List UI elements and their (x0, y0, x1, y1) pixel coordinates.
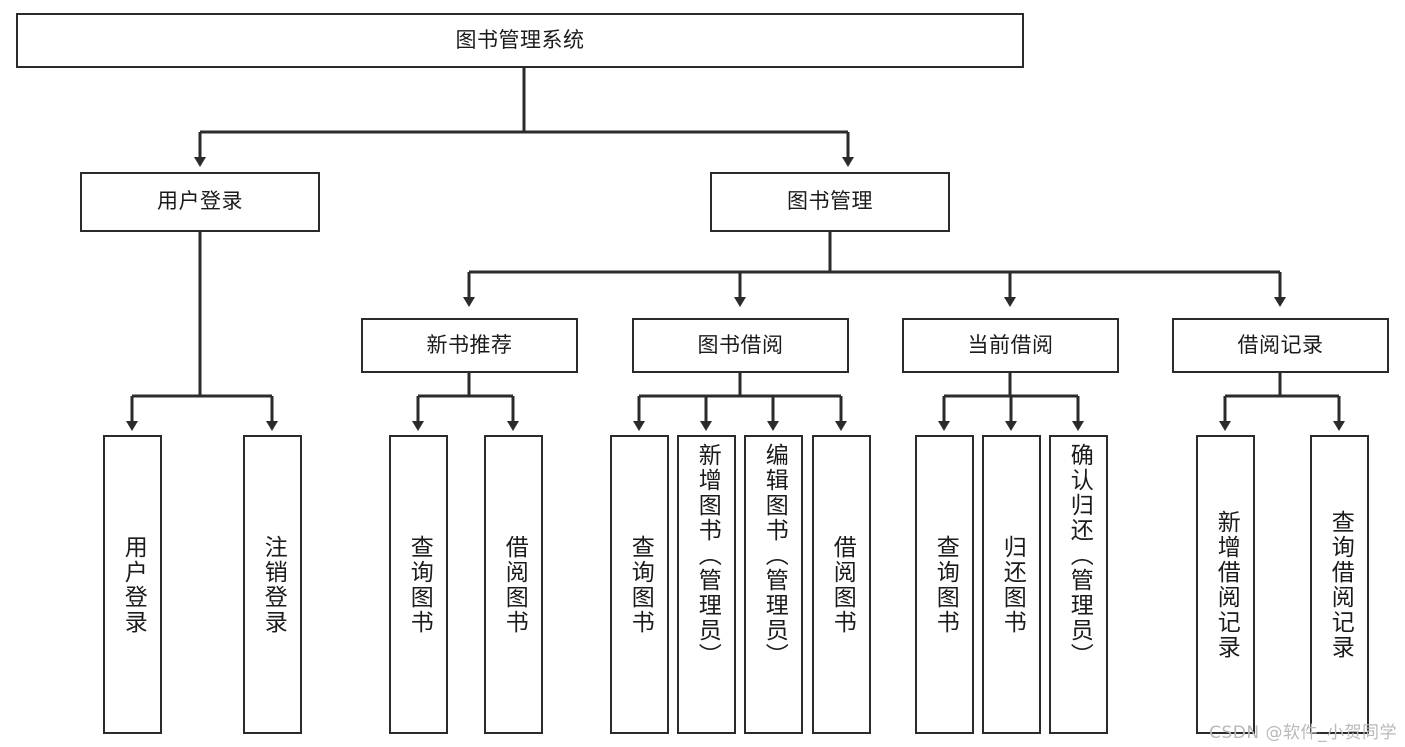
node-label: 图书管理 (787, 189, 873, 214)
node-book-borrow[interactable]: 图书借阅 (632, 318, 849, 373)
node-label: 注销登录 (260, 534, 287, 635)
csdn-watermark: CSDN @软件_小贺同学 (1209, 723, 1397, 743)
node-label: 归还图书 (999, 534, 1026, 635)
leaf-current-confirm-return-admin[interactable]: 确认归还（管理员） (1049, 435, 1108, 734)
node-label: 查询图书 (627, 534, 654, 635)
node-label: 图书管理系统 (455, 27, 585, 52)
node-label: 借阅图书 (829, 534, 856, 635)
node-label: 当前借阅 (967, 332, 1054, 357)
node-current-borrow[interactable]: 当前借阅 (902, 318, 1119, 373)
leaf-borrow-query-book[interactable]: 查询图书 (610, 435, 669, 734)
leaf-current-return-book[interactable]: 归还图书 (982, 435, 1041, 734)
node-label: 借阅图书 (501, 534, 528, 635)
leaf-current-query-book[interactable]: 查询图书 (915, 435, 974, 734)
node-label: 新增借阅记录 (1213, 509, 1240, 660)
leaf-record-add-record[interactable]: 新增借阅记录 (1196, 435, 1255, 734)
node-borrow-record[interactable]: 借阅记录 (1172, 318, 1389, 373)
leaf-new-book-query[interactable]: 查询图书 (389, 435, 448, 734)
leaf-borrow-add-book-admin[interactable]: 新增图书（管理员） (677, 435, 736, 734)
node-book-management[interactable]: 图书管理 (710, 172, 950, 232)
node-label: 用户登录 (120, 534, 147, 635)
node-label: 确认归还（管理员） (1066, 443, 1093, 668)
leaf-borrow-edit-book-admin[interactable]: 编辑图书（管理员） (744, 435, 803, 734)
node-label: 图书借阅 (697, 332, 784, 357)
node-label: 借阅记录 (1237, 332, 1324, 357)
node-new-book-recommend[interactable]: 新书推荐 (361, 318, 578, 373)
node-label: 查询借阅记录 (1327, 509, 1354, 660)
leaf-new-book-borrow[interactable]: 借阅图书 (484, 435, 543, 734)
node-label: 用户登录 (157, 189, 243, 214)
leaf-record-query-record[interactable]: 查询借阅记录 (1310, 435, 1369, 734)
leaf-user-login-logout[interactable]: 注销登录 (243, 435, 302, 734)
leaf-borrow-borrow-book[interactable]: 借阅图书 (812, 435, 871, 734)
node-user-login[interactable]: 用户登录 (80, 172, 320, 232)
node-label: 新书推荐 (426, 332, 513, 357)
node-label: 查询图书 (406, 534, 433, 635)
leaf-user-login-login[interactable]: 用户登录 (103, 435, 162, 734)
node-root-system[interactable]: 图书管理系统 (16, 13, 1024, 68)
node-label: 查询图书 (932, 534, 959, 635)
node-label: 编辑图书（管理员） (761, 443, 788, 668)
node-label: 新增图书（管理员） (694, 443, 721, 668)
